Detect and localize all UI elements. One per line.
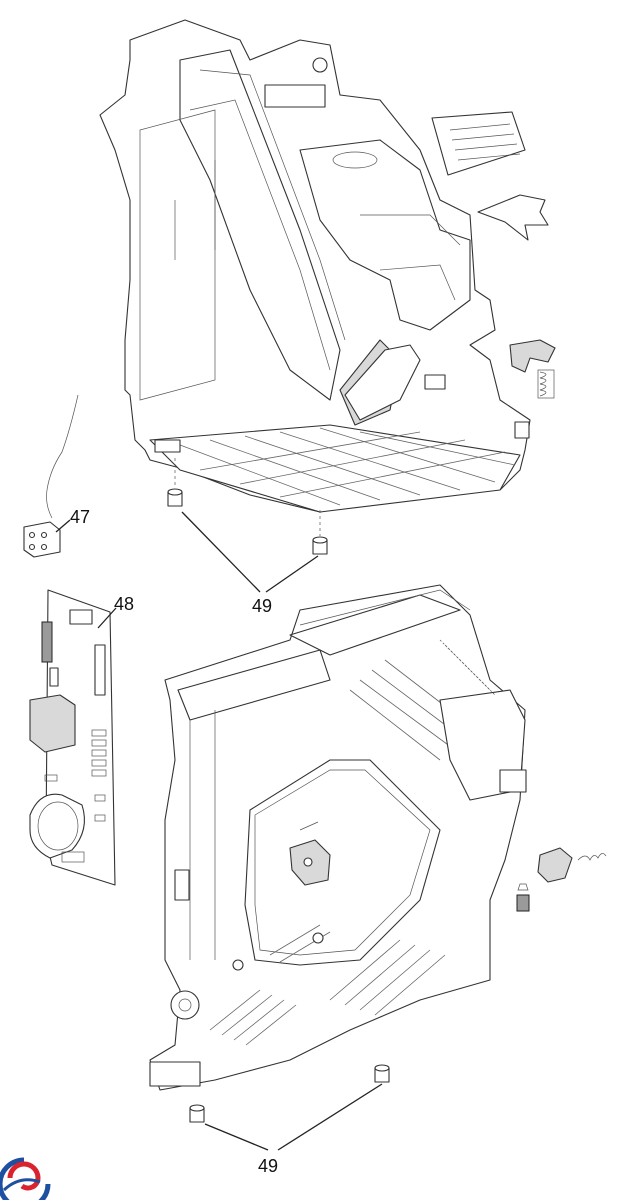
callout-49-top: 49	[252, 596, 272, 616]
vent-cover-part	[431, 111, 526, 176]
leader-47	[55, 519, 71, 533]
lever-part	[477, 194, 549, 241]
callout-47: 47	[70, 507, 90, 527]
sensor-part	[23, 394, 79, 558]
foot-top-right	[312, 536, 328, 555]
leader-49-top-a	[181, 511, 261, 593]
screw-knob-part	[516, 883, 530, 912]
foot-bottom-right	[374, 1064, 390, 1083]
leader-49-bottom-a	[277, 1083, 383, 1151]
lower-brewing-unit-housing	[149, 584, 527, 1091]
leader-49-bottom-b	[204, 1123, 269, 1151]
bottom-spring-part	[577, 853, 607, 861]
latch-part	[509, 339, 556, 373]
bottom-latch-part	[537, 847, 573, 883]
callout-48: 48	[114, 594, 134, 614]
leader-48	[97, 607, 117, 629]
brand-swirl-logo-icon	[0, 1157, 51, 1200]
foot-bottom-left	[189, 1104, 205, 1123]
foot-top-left	[167, 488, 183, 507]
leader-49-top-b	[265, 555, 319, 593]
callout-49-bottom: 49	[258, 1156, 278, 1176]
upper-brewing-unit-housing	[99, 19, 531, 513]
spring-part	[537, 369, 555, 399]
control-board-part	[29, 589, 116, 886]
